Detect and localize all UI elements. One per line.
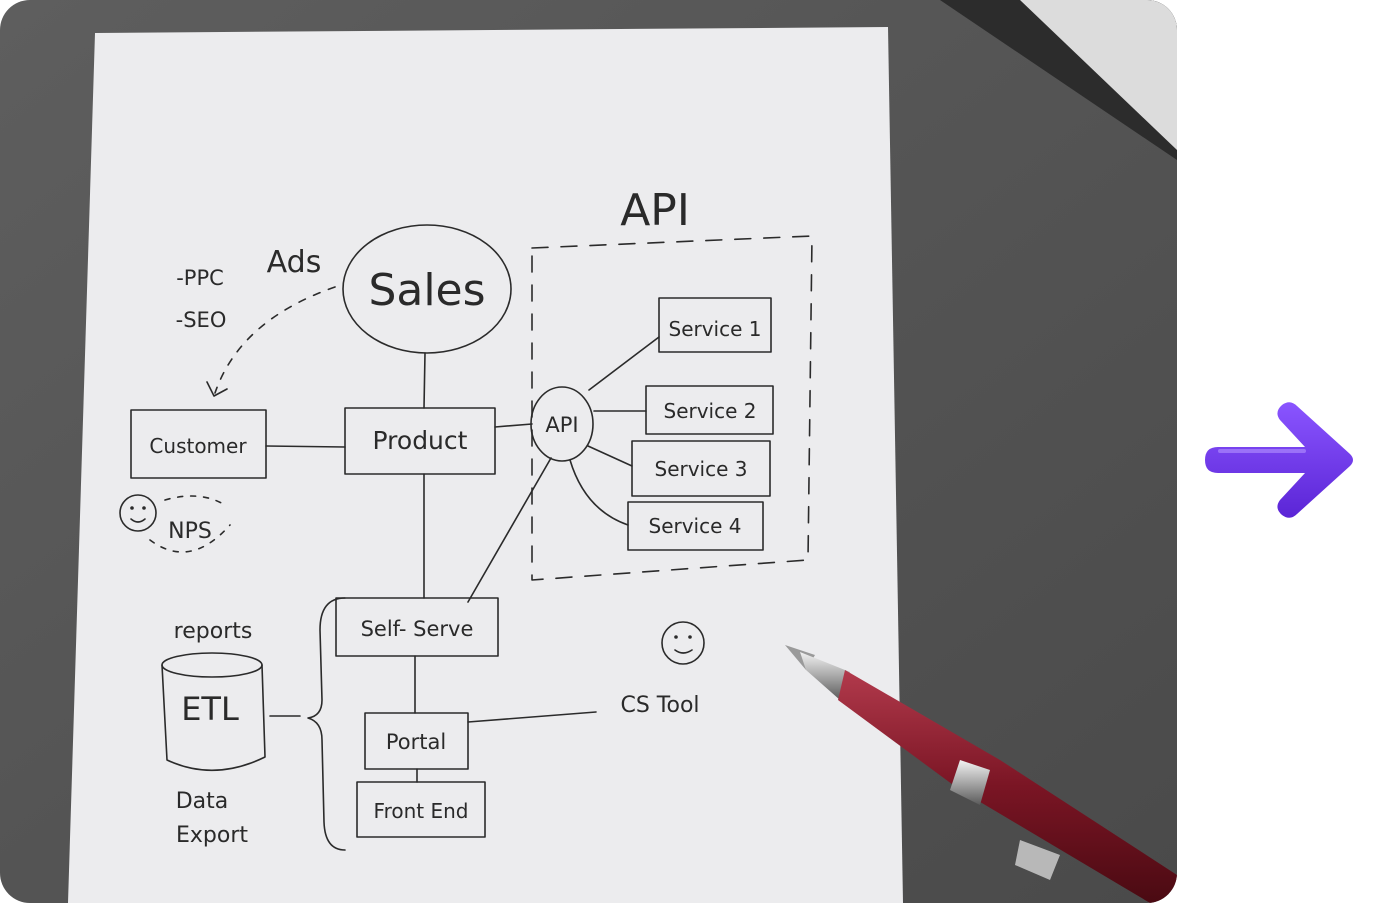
reports-label: reports	[174, 619, 253, 644]
smiley-face-icon	[119, 494, 157, 532]
service4-shape	[627, 501, 764, 551]
front-end-shape	[356, 781, 486, 838]
export-label: Export	[176, 823, 248, 848]
service4-label: Service 4	[649, 514, 742, 538]
whiteboard-photo: Sales Product Customer API Service 1 Ser…	[0, 0, 1177, 903]
smiley-face-icon-cs	[661, 621, 705, 665]
paper-sheet	[68, 27, 903, 903]
service2-label: Service 2	[664, 399, 757, 423]
ppc-label: -PPC	[176, 266, 224, 290]
sales-label: Sales	[368, 265, 485, 316]
laptop-edge	[1020, 0, 1177, 150]
service1-label: Service 1	[669, 317, 762, 341]
pen-icon	[785, 645, 1177, 903]
service3-label: Service 3	[655, 457, 748, 481]
cs-tool-label: CS Tool	[620, 693, 699, 718]
connectors	[206, 286, 660, 851]
nps-label: NPS	[168, 519, 212, 544]
self-serve-shape	[335, 597, 499, 657]
seo-label: -SEO	[176, 308, 227, 332]
customer-label: Customer	[149, 434, 247, 458]
self-serve-label: Self- Serve	[361, 617, 474, 641]
portal-label: Portal	[386, 730, 446, 754]
etl-label: ETL	[181, 690, 239, 728]
api-dashed-boundary	[531, 235, 813, 581]
product-label: Product	[373, 426, 468, 455]
product-node-shape	[344, 407, 496, 475]
service3-shape	[631, 440, 771, 497]
sales-node-shape	[342, 224, 512, 354]
service1-shape	[658, 297, 772, 353]
front-end-label: Front End	[374, 799, 469, 823]
api-group-label: API	[620, 185, 690, 236]
customer-node-shape	[130, 409, 267, 479]
nps-cloud-marks	[149, 495, 231, 553]
service2-shape	[645, 385, 774, 435]
etl-cylinder	[161, 652, 266, 772]
data-label: Data	[176, 789, 229, 814]
next-arrow-icon[interactable]	[1200, 392, 1365, 522]
api-hub-label: API	[545, 413, 578, 437]
ads-label: Ads	[267, 245, 322, 280]
